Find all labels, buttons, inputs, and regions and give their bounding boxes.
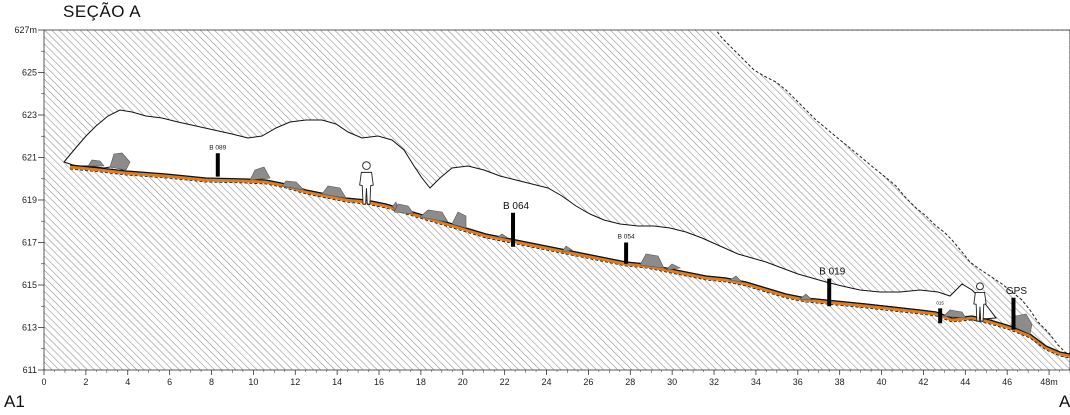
x-tick-label: 38	[835, 377, 845, 387]
floor-dashed-line	[69, 168, 1070, 359]
x-tick-label: 26	[583, 377, 593, 387]
boulder	[419, 209, 449, 223]
survey-marker-post	[215, 153, 220, 177]
section-title: SEÇÃO A	[63, 2, 142, 21]
boulder	[639, 253, 665, 269]
x-tick-label: 16	[374, 377, 384, 387]
x-tick-label: 36	[793, 377, 803, 387]
human-figures	[359, 161, 987, 322]
boulder	[451, 211, 467, 229]
x-tick-label: 14	[332, 377, 342, 387]
x-tick-label: 32	[709, 377, 719, 387]
survey-marker-post	[1011, 297, 1016, 330]
x-tick-label: 30	[667, 377, 677, 387]
x-tick-label: 6	[167, 377, 172, 387]
y-tick-label: 615	[22, 280, 37, 290]
boulder	[799, 293, 813, 301]
human-figure	[973, 282, 987, 322]
boulder	[109, 152, 131, 171]
survey-marker-label: B 089	[209, 144, 226, 151]
boulder	[87, 159, 105, 167]
boulder	[393, 203, 415, 215]
survey-marker-label: B 019	[819, 267, 846, 278]
survey-marker-post	[827, 278, 832, 307]
y-tick-label: 613	[22, 323, 37, 333]
x-tick-label: 18	[416, 377, 426, 387]
boulder	[321, 185, 347, 199]
y-tick-label: 619	[22, 195, 37, 205]
survey-marker-label: B 054	[618, 234, 635, 241]
y-tick-label: 621	[22, 153, 37, 163]
boulder	[943, 309, 967, 319]
y-tick-label: 623	[22, 110, 37, 120]
y-axis: 627m 625 623 621 619 617 615 613 611	[14, 25, 44, 375]
x-tick-label: 44	[960, 377, 970, 387]
boulder	[249, 166, 271, 181]
y-tick-label: 627m	[14, 25, 37, 35]
x-tick-label: 2	[83, 377, 88, 387]
x-tick-label: 48m	[1040, 377, 1058, 387]
x-tick-label: 28	[625, 377, 635, 387]
y-tick-label: 611	[23, 365, 37, 375]
y-tick-label: 617	[22, 238, 37, 248]
survey-marker-post	[511, 212, 516, 247]
boulder	[497, 233, 509, 239]
x-tick-label: 0	[41, 377, 46, 387]
x-tick-label: 42	[918, 377, 928, 387]
boulders	[87, 152, 1033, 335]
x-tick-label: 4	[125, 377, 130, 387]
boulder	[665, 263, 681, 271]
boulder	[729, 275, 743, 283]
survey-marker-label: B 064	[503, 201, 530, 212]
survey-markers: B 089 B 064 B 054 B 019 015 GPS	[209, 144, 1027, 330]
floor-sediment	[69, 165, 1070, 358]
survey-marker-label: 015	[936, 300, 944, 305]
x-tick-label: 8	[209, 377, 214, 387]
boulder	[281, 180, 305, 191]
boulder	[561, 245, 573, 253]
x-tick-label: 10	[248, 377, 258, 387]
x-tick-label: 12	[290, 377, 300, 387]
x-tick-label: 24	[542, 377, 552, 387]
y-tick-label: 625	[22, 68, 37, 78]
endpoint-right-label: A	[1059, 392, 1070, 411]
endpoint-left-label: A1	[4, 392, 25, 411]
x-tick-label: 34	[751, 377, 761, 387]
x-tick-label: 20	[458, 377, 468, 387]
human-figure	[359, 161, 374, 205]
survey-marker-label: GPS	[1006, 286, 1027, 297]
x-tick-label: 40	[877, 377, 887, 387]
open-air-area	[715, 30, 1070, 354]
x-tick-label: 22	[500, 377, 510, 387]
x-tick-label: 46	[1002, 377, 1012, 387]
survey-marker-post	[624, 242, 629, 264]
survey-marker-post	[938, 308, 943, 324]
